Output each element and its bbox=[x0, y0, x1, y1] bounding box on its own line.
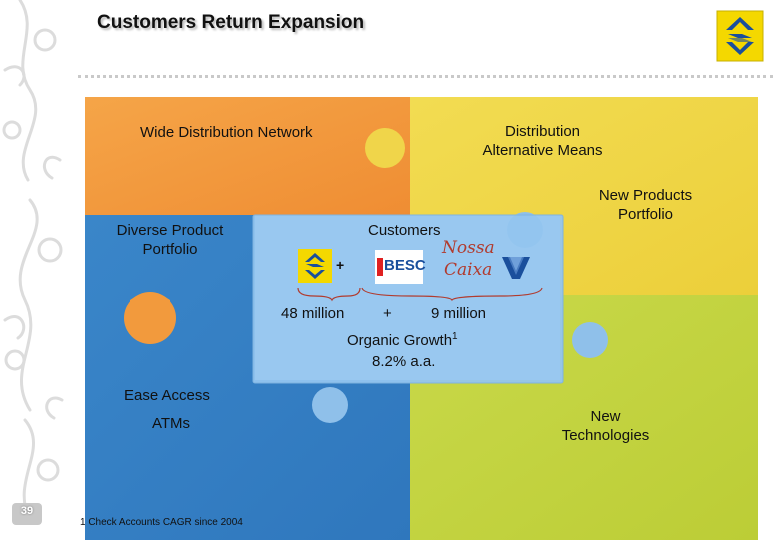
besc-logo: BESC bbox=[375, 250, 423, 284]
label-distribution-alternative: Distribution Alternative Means bbox=[470, 122, 615, 160]
footnote: 1 Check Accounts CAGR since 2004 bbox=[80, 517, 243, 528]
nossa-caixa-logo: Nossa Caixa bbox=[440, 238, 500, 284]
banco-logo-icon bbox=[298, 249, 332, 283]
plus-sign-2: + bbox=[383, 304, 392, 323]
label-new-technologies: New Technologies bbox=[548, 407, 663, 445]
customers-title: Customers bbox=[368, 221, 441, 240]
page-number: 39 bbox=[12, 505, 42, 517]
puzzle-tab-bottom bbox=[312, 387, 348, 423]
organic-growth-label: Organic Growth1 bbox=[347, 327, 458, 350]
count-9-million: 9 million bbox=[431, 304, 486, 323]
label-new-products: New Products Portfolio bbox=[598, 186, 693, 224]
caixa-text: Caixa bbox=[444, 260, 492, 280]
label-wide-distribution: Wide Distribution Network bbox=[140, 123, 290, 142]
label-atms: ATMs bbox=[152, 414, 190, 433]
puzzle-tab-right bbox=[572, 322, 608, 358]
count-48-million: 48 million bbox=[281, 304, 344, 323]
nossa-text: Nossa bbox=[442, 238, 495, 258]
besc-text: BESC bbox=[384, 257, 426, 274]
organic-growth-text: Organic Growth bbox=[347, 332, 452, 349]
label-diverse-portfolio: Diverse Product Portfolio bbox=[105, 221, 235, 259]
organic-growth-value: 8.2% a.a. bbox=[372, 352, 435, 371]
besc-logo-icon bbox=[377, 258, 383, 276]
puzzle-piece-top-left bbox=[85, 97, 410, 215]
footnote-marker: 1 bbox=[452, 331, 458, 342]
v-logo-icon bbox=[502, 255, 530, 281]
label-ease-access: Ease Access bbox=[124, 386, 210, 405]
plus-sign: + bbox=[336, 256, 344, 275]
